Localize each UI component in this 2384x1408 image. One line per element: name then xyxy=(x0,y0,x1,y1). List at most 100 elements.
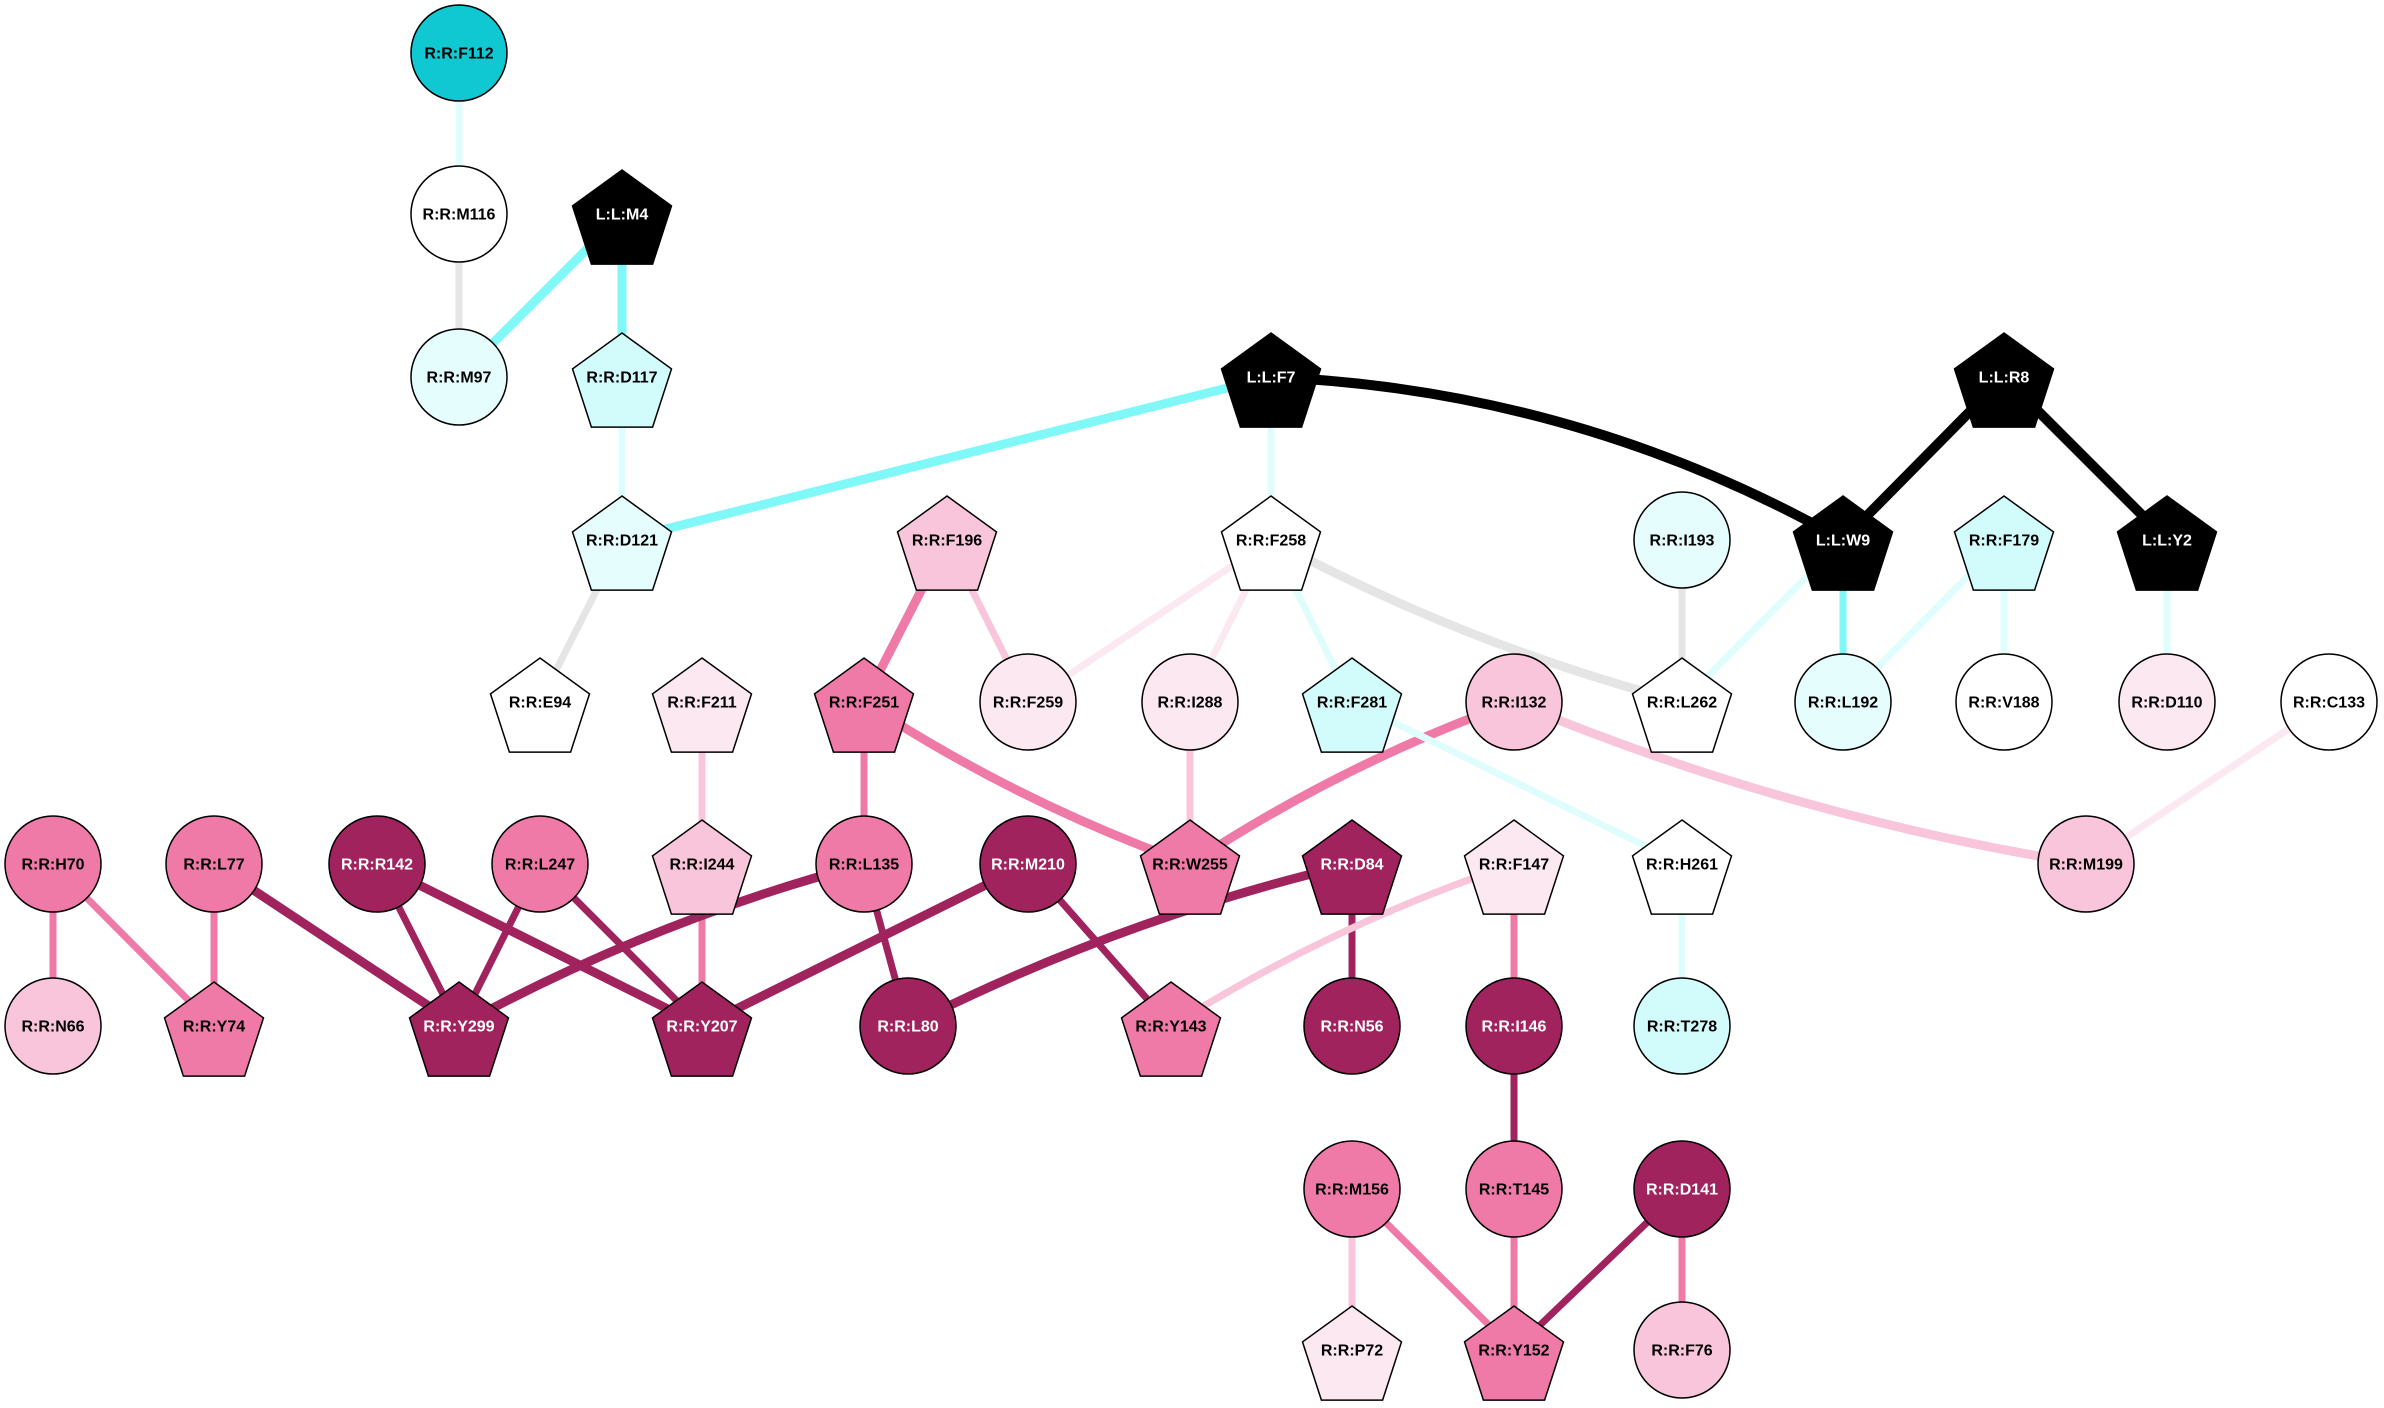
node-T145[interactable]: R:R:T145 xyxy=(1465,1140,1563,1238)
node-circle-shape xyxy=(1955,653,2053,751)
node-label: R:R:H70 xyxy=(21,857,84,874)
node-label: R:R:M97 xyxy=(427,370,492,387)
node-circle-shape xyxy=(4,815,102,913)
node-label: R:R:Y74 xyxy=(183,1019,245,1036)
node-R8[interactable]: L:L:R8 xyxy=(1953,332,2055,428)
node-F112[interactable]: R:R:F112 xyxy=(410,4,508,102)
node-C133[interactable]: R:R:C133 xyxy=(2280,653,2378,751)
edge-D84-L80 xyxy=(905,859,1354,1031)
node-label: R:R:V188 xyxy=(1968,695,2039,712)
node-I244[interactable]: R:R:I244 xyxy=(651,819,753,915)
node-label: R:R:M199 xyxy=(2049,857,2123,874)
node-L192[interactable]: R:R:L192 xyxy=(1794,653,1892,751)
node-label: R:R:F211 xyxy=(667,695,736,712)
node-F281[interactable]: R:R:F281 xyxy=(1301,657,1403,753)
node-L77[interactable]: R:R:L77 xyxy=(165,815,263,913)
node-F259[interactable]: R:R:F259 xyxy=(979,653,1077,751)
node-W9[interactable]: L:L:W9 xyxy=(1792,495,1894,591)
node-M199[interactable]: R:R:M199 xyxy=(2037,815,2135,913)
node-R142[interactable]: R:R:R142 xyxy=(328,815,426,913)
node-label: R:R:D110 xyxy=(2131,695,2202,712)
node-M156[interactable]: R:R:M156 xyxy=(1303,1140,1401,1238)
node-circle-shape xyxy=(1633,491,1731,589)
node-circle-shape xyxy=(4,977,102,1075)
node-H70[interactable]: R:R:H70 xyxy=(4,815,102,913)
node-label: L:L:F7 xyxy=(1247,370,1296,387)
node-H261[interactable]: R:R:H261 xyxy=(1631,819,1733,915)
node-pentagon-shape xyxy=(2116,495,2218,591)
node-M97[interactable]: R:R:M97 xyxy=(410,328,508,426)
node-F7[interactable]: L:L:F7 xyxy=(1220,332,1322,428)
node-label: R:R:I193 xyxy=(1650,533,1715,550)
node-L262[interactable]: R:R:L262 xyxy=(1631,657,1733,753)
node-I193[interactable]: R:R:I193 xyxy=(1633,491,1731,589)
node-Y152[interactable]: R:R:Y152 xyxy=(1463,1305,1565,1401)
edge-F281-H261 xyxy=(1350,698,1684,868)
node-label: R:R:L80 xyxy=(877,1019,938,1036)
node-pentagon-shape xyxy=(163,981,265,1077)
node-F76[interactable]: R:R:F76 xyxy=(1633,1301,1731,1399)
node-D141[interactable]: R:R:D141 xyxy=(1633,1140,1731,1238)
node-label: R:R:R142 xyxy=(341,857,413,874)
node-label: R:R:Y207 xyxy=(666,1019,737,1036)
node-label: R:R:F179 xyxy=(1969,533,2039,550)
node-pentagon-shape xyxy=(651,819,753,915)
node-circle-shape xyxy=(2037,815,2135,913)
node-M4[interactable]: L:L:M4 xyxy=(571,169,673,265)
edge-F258-L262 xyxy=(1268,536,1684,707)
node-label: R:R:L262 xyxy=(1647,695,1717,712)
node-F179[interactable]: R:R:F179 xyxy=(1953,495,2055,591)
node-L80[interactable]: R:R:L80 xyxy=(859,977,957,1075)
node-N56[interactable]: R:R:N56 xyxy=(1303,977,1401,1075)
node-D117[interactable]: R:R:D117 xyxy=(571,332,673,428)
node-label: R:R:F196 xyxy=(912,533,982,550)
node-F196[interactable]: R:R:F196 xyxy=(896,495,998,591)
node-Y74[interactable]: R:R:Y74 xyxy=(163,981,265,1077)
node-label: L:L:Y2 xyxy=(2142,533,2192,550)
node-T278[interactable]: R:R:T278 xyxy=(1633,977,1731,1075)
node-circle-shape xyxy=(1465,653,1563,751)
node-M116[interactable]: R:R:M116 xyxy=(410,165,508,263)
edge-L77-Y299 xyxy=(211,860,462,1030)
node-label: R:R:L192 xyxy=(1808,695,1878,712)
node-D121[interactable]: R:R:D121 xyxy=(571,495,673,591)
node-label: R:R:Y152 xyxy=(1478,1343,1549,1360)
node-M210[interactable]: R:R:M210 xyxy=(979,815,1077,913)
node-L135[interactable]: R:R:L135 xyxy=(815,815,913,913)
node-pentagon-shape xyxy=(651,981,753,1077)
node-label: R:R:I146 xyxy=(1482,1019,1547,1036)
edge-F7-D121 xyxy=(620,372,1273,545)
node-circle-shape xyxy=(410,165,508,263)
node-F147[interactable]: R:R:F147 xyxy=(1463,819,1565,915)
node-label: R:R:T145 xyxy=(1479,1182,1549,1199)
node-pentagon-shape xyxy=(1463,819,1565,915)
node-pentagon-shape xyxy=(1301,1305,1403,1401)
node-label: L:L:M4 xyxy=(596,207,649,224)
node-circle-shape xyxy=(2118,653,2216,751)
node-D110[interactable]: R:R:D110 xyxy=(2118,653,2216,751)
node-F251[interactable]: R:R:F251 xyxy=(813,657,915,753)
node-D84[interactable]: R:R:D84 xyxy=(1301,819,1403,915)
node-Y299[interactable]: R:R:Y299 xyxy=(408,981,510,1077)
node-F258[interactable]: R:R:F258 xyxy=(1220,495,1322,591)
node-circle-shape xyxy=(410,328,508,426)
node-E94[interactable]: R:R:E94 xyxy=(489,657,591,753)
node-label: R:R:I132 xyxy=(1482,695,1547,712)
node-I288[interactable]: R:R:I288 xyxy=(1141,653,1239,751)
node-Y2[interactable]: L:L:Y2 xyxy=(2116,495,2218,591)
node-I146[interactable]: R:R:I146 xyxy=(1465,977,1563,1075)
edge-I132-M199 xyxy=(1512,697,2087,869)
edge-L135-Y299 xyxy=(456,859,866,1030)
node-label: R:R:F147 xyxy=(1479,857,1549,874)
node-L247[interactable]: R:R:L247 xyxy=(491,815,589,913)
node-P72[interactable]: R:R:P72 xyxy=(1301,1305,1403,1401)
node-label: R:R:N56 xyxy=(1320,1019,1383,1036)
node-F211[interactable]: R:R:F211 xyxy=(651,657,753,753)
node-Y207[interactable]: R:R:Y207 xyxy=(651,981,753,1077)
node-W255[interactable]: R:R:W255 xyxy=(1139,819,1241,915)
node-N66[interactable]: R:R:N66 xyxy=(4,977,102,1075)
node-I132[interactable]: R:R:I132 xyxy=(1465,653,1563,751)
node-V188[interactable]: R:R:V188 xyxy=(1955,653,2053,751)
node-Y143[interactable]: R:R:Y143 xyxy=(1120,981,1222,1077)
node-label: R:R:F281 xyxy=(1317,695,1387,712)
